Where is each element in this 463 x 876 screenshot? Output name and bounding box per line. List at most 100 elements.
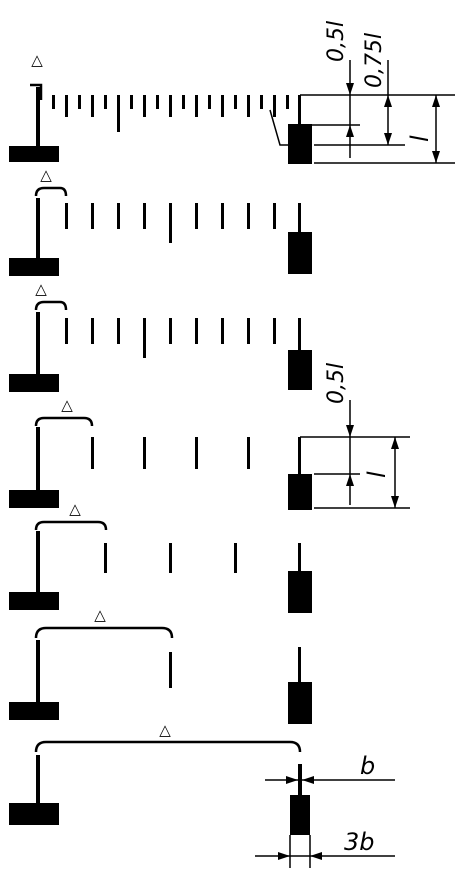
tick <box>104 543 107 573</box>
left-base-block <box>9 592 59 610</box>
scale-row-2: △ <box>9 166 312 276</box>
left-start-tick <box>36 427 40 491</box>
scale-row-1: △ <box>9 21 455 164</box>
tick <box>143 437 146 469</box>
right-index-block <box>288 232 312 274</box>
left-start-tick <box>36 87 40 147</box>
scale-ticks <box>169 652 172 688</box>
delta-symbol: △ <box>35 280 47 298</box>
right-end-tick <box>298 543 301 573</box>
dimension-label-half-l: 0,5l <box>324 21 349 62</box>
right-index-block <box>288 474 312 510</box>
arrow-icon <box>346 425 354 437</box>
interval-bracket <box>30 83 43 100</box>
arrow-icon <box>278 852 290 860</box>
scale-ticks <box>65 203 276 243</box>
left-start-tick <box>36 755 40 805</box>
arrow-icon <box>310 852 322 860</box>
dimension-arrows <box>346 83 440 163</box>
tick <box>195 437 198 469</box>
tick <box>143 318 146 358</box>
tick <box>91 318 94 344</box>
tick <box>130 95 133 109</box>
tick <box>104 95 107 109</box>
arrow-icon <box>391 496 399 508</box>
tick <box>169 95 172 117</box>
left-base-block <box>9 374 59 392</box>
left-start-tick <box>36 198 40 259</box>
left-start-tick <box>36 531 40 593</box>
scale-ticks <box>52 95 289 132</box>
tick <box>273 95 276 117</box>
scale-ticks <box>91 437 250 469</box>
left-base-block <box>9 490 59 508</box>
dimension-label-l: l <box>363 471 391 478</box>
tick <box>182 95 185 109</box>
tick <box>65 203 68 229</box>
tick <box>221 95 224 117</box>
arrow-icon <box>432 151 440 163</box>
arrow-icon <box>432 95 440 107</box>
delta-symbol: △ <box>69 500 81 518</box>
right-end-tick <box>298 318 301 352</box>
right-index-block <box>288 124 312 164</box>
arrow-icon <box>346 83 354 95</box>
interval-bracket <box>34 300 68 311</box>
tick <box>65 318 68 344</box>
delta-symbol: △ <box>94 606 106 624</box>
tick <box>143 95 146 117</box>
tick <box>169 543 172 573</box>
arrow-icon <box>286 776 298 784</box>
dimension-group <box>300 60 455 164</box>
tick <box>195 318 198 344</box>
tick <box>221 203 224 229</box>
interval-bracket <box>34 520 108 531</box>
tick <box>91 95 94 117</box>
tick <box>91 437 94 469</box>
tick <box>156 95 159 109</box>
right-end-tick <box>298 203 301 233</box>
right-end-tick <box>298 437 301 477</box>
tick <box>117 318 120 344</box>
tick <box>247 318 250 344</box>
scale-row-5: △ <box>9 500 312 613</box>
left-start-tick <box>36 640 40 703</box>
delta-symbol: △ <box>31 51 43 69</box>
tick <box>234 95 237 109</box>
interval-bracket <box>34 416 94 427</box>
tick <box>273 318 276 344</box>
tick <box>143 203 146 229</box>
arrow-icon <box>391 437 399 449</box>
left-base-block <box>9 803 59 825</box>
right-index-block <box>288 571 312 613</box>
right-index-block <box>288 350 312 390</box>
tick <box>78 95 81 109</box>
tick <box>195 95 198 117</box>
arrow-icon <box>346 125 354 137</box>
dimension-label-3b: 3b <box>344 828 375 856</box>
tick <box>260 95 263 109</box>
delta-symbol: △ <box>61 396 73 414</box>
tick <box>169 318 172 344</box>
arrow-icon <box>384 95 392 107</box>
right-end-tick <box>298 647 301 683</box>
arrow-icon <box>384 133 392 145</box>
tick <box>247 437 250 469</box>
delta-symbol: △ <box>159 721 171 739</box>
scale-row-4: △ l <box>9 396 410 510</box>
tick <box>247 95 250 117</box>
right-end-tick <box>298 95 301 125</box>
dimension-label-l: l <box>406 135 434 142</box>
dimension-arrows <box>278 776 322 860</box>
tick <box>169 203 172 243</box>
right-index-block <box>290 795 310 835</box>
left-base-block <box>9 146 59 162</box>
tick <box>117 203 120 229</box>
left-start-tick <box>36 312 40 375</box>
interval-bracket <box>34 740 302 753</box>
arrow-icon <box>302 776 314 784</box>
tick <box>221 318 224 344</box>
tick <box>117 95 120 132</box>
dimension-arrows <box>346 425 399 508</box>
